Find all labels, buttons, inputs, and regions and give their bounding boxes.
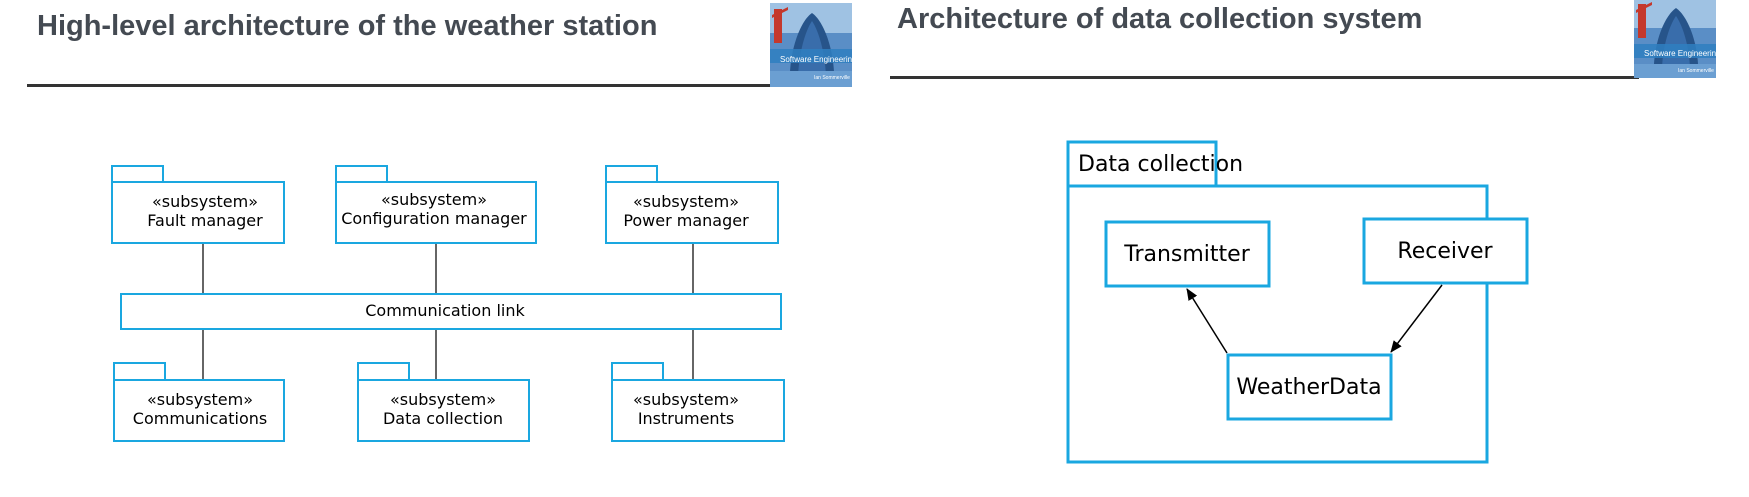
subsystem-name: Instruments xyxy=(638,409,734,428)
subsystem-name: Communications xyxy=(133,409,267,428)
book-cover-title: Software Engineering xyxy=(1644,49,1716,58)
subsystem-instruments xyxy=(611,362,785,442)
subsystem-stereotype: «subsystem» xyxy=(633,192,739,211)
book-cover-title: Software Engineering xyxy=(780,55,852,64)
subsystem-name: Data collection xyxy=(383,409,503,428)
subsystem-stereotype: «subsystem» xyxy=(381,190,487,209)
subsystem-stereotype: «subsystem» xyxy=(152,192,258,211)
dependency-arrow-to-weatherdata xyxy=(1390,284,1443,353)
title-divider xyxy=(27,84,772,87)
component-receiver xyxy=(1362,217,1529,285)
subsystem-stereotype: «subsystem» xyxy=(147,390,253,409)
subsystem-stereotype: «subsystem» xyxy=(633,390,739,409)
weatherdata-label: WeatherData xyxy=(1236,375,1381,400)
subsystem-communications xyxy=(113,362,285,442)
component-transmitter xyxy=(1104,220,1271,288)
subsystem-stereotype: «subsystem» xyxy=(390,390,496,409)
subsystem-configuration-manager xyxy=(335,165,537,244)
subsystem-fault-manager xyxy=(111,165,285,244)
book-cover-thumbnail: Software Engineering Ian Sommerville xyxy=(770,3,852,87)
book-cover-thumbnail: Software Engineering Ian Sommerville xyxy=(1634,0,1716,78)
component-weatherdata xyxy=(1226,353,1393,421)
transmitter-label: Transmitter xyxy=(1123,242,1250,267)
subsystem-data-collection xyxy=(357,362,530,442)
subsystem-name: Fault manager xyxy=(147,211,263,230)
book-cover-image xyxy=(1634,0,1716,78)
weather-station-architecture-diagram: «subsystem» Fault manager «subsystem» Co… xyxy=(111,165,785,442)
data-collection-architecture-diagram: Data collection Transmitter Receiver Wea… xyxy=(1066,140,1529,464)
slide-title: Architecture of data collection system xyxy=(897,3,1423,35)
subsystem-name: Power manager xyxy=(623,211,749,230)
title-divider xyxy=(890,76,1639,79)
book-cover-author: Ian Sommerville xyxy=(814,75,850,81)
communication-link-bar xyxy=(120,293,782,330)
left-slide: High-level architecture of the weather s… xyxy=(0,0,870,497)
package-tab xyxy=(1066,140,1218,188)
book-cover-image xyxy=(770,3,852,87)
book-cover-author: Ian Sommerville xyxy=(1678,68,1714,74)
right-slide: Architecture of data collection system S… xyxy=(880,0,1749,497)
subsystem-name: Configuration manager xyxy=(341,209,527,228)
slide-title: High-level architecture of the weather s… xyxy=(37,10,658,42)
receiver-label: Receiver xyxy=(1397,239,1493,264)
subsystem-power-manager xyxy=(605,165,779,244)
package-label: Data collection xyxy=(1078,152,1243,177)
communication-link-label: Communication link xyxy=(365,301,525,320)
dependency-arrow-to-transmitter xyxy=(1186,288,1228,354)
